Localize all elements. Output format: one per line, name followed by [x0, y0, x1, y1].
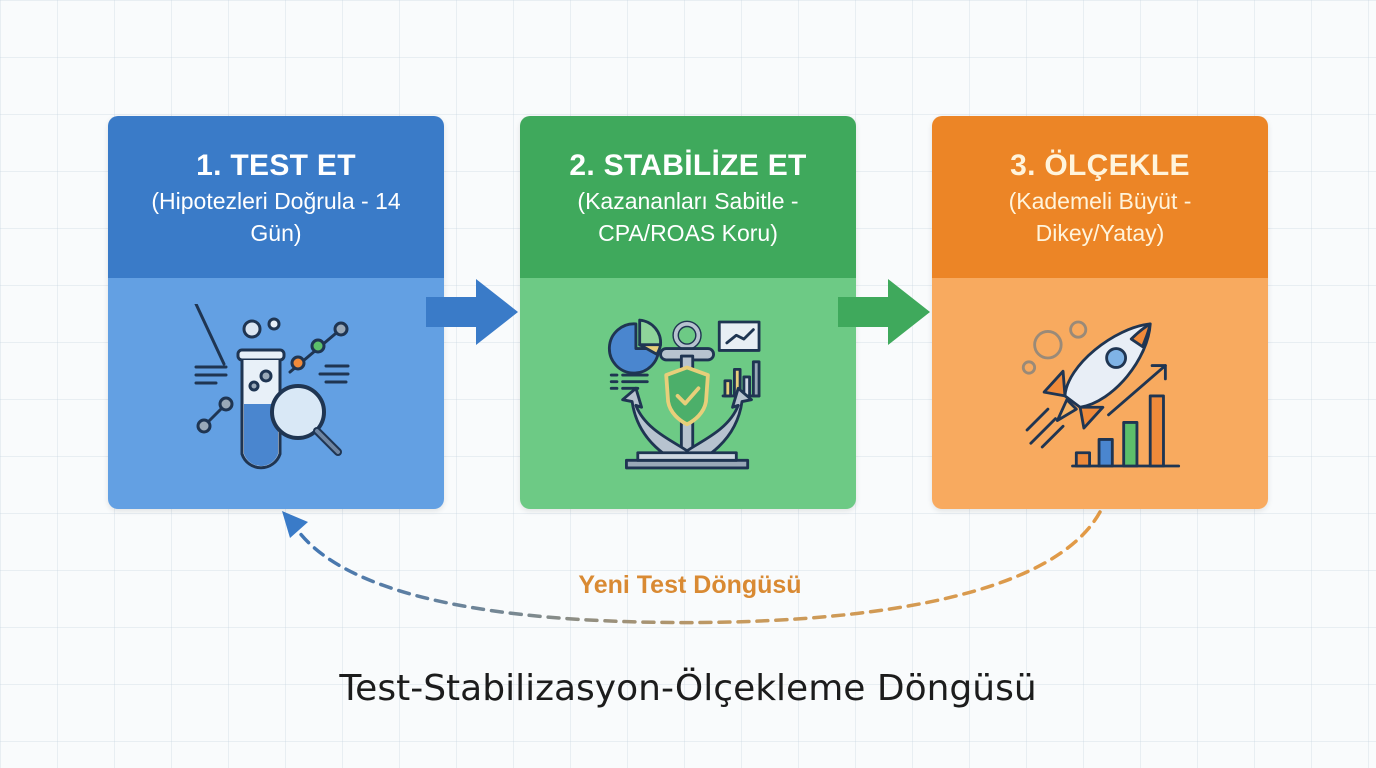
step-card-scale: 3. ÖLÇEKLE (Kademeli Büyüt - Dikey/Yatay… — [932, 116, 1268, 509]
anchor-shield-icon — [607, 318, 761, 469]
step-card-header: 2. STABİLİZE ET (Kazananları Sabitle - C… — [520, 116, 856, 278]
step-card-stabilize: 2. STABİLİZE ET (Kazananları Sabitle - C… — [520, 116, 856, 509]
step-card-body — [108, 278, 444, 509]
step-card-body — [932, 278, 1268, 509]
step-title: 3. ÖLÇEKLE — [1010, 149, 1190, 182]
rocket-growth-icon — [1021, 320, 1181, 467]
test-tube-magnifier-icon — [194, 303, 350, 469]
step-card-header: 3. ÖLÇEKLE (Kademeli Büyüt - Dikey/Yatay… — [932, 116, 1268, 278]
step-title: 2. STABİLİZE ET — [569, 149, 807, 182]
step-subtitle: (Hipotezleri Doğrula - 14 Gün) — [151, 188, 401, 246]
step-title: 1. TEST ET — [196, 149, 356, 182]
flow-arrow-2-to-3 — [838, 279, 930, 345]
diagram-title: Test-Stabilizasyon-Ölçekleme Döngüsü — [339, 668, 1037, 709]
step-card-body — [520, 278, 856, 509]
step-subtitle: (Kazananları Sabitle - CPA/ROAS Koru) — [577, 188, 799, 246]
step-card-header: 1. TEST ET (Hipotezleri Doğrula - 14 Gün… — [108, 116, 444, 278]
step-subtitle: (Kademeli Büyüt - Dikey/Yatay) — [1008, 188, 1192, 246]
loop-arrowhead-icon — [282, 511, 308, 538]
flow-arrow-1-to-2 — [426, 279, 518, 345]
loop-label: Yeni Test Döngüsü — [578, 571, 802, 599]
step-card-test: 1. TEST ET (Hipotezleri Doğrula - 14 Gün… — [108, 116, 444, 509]
